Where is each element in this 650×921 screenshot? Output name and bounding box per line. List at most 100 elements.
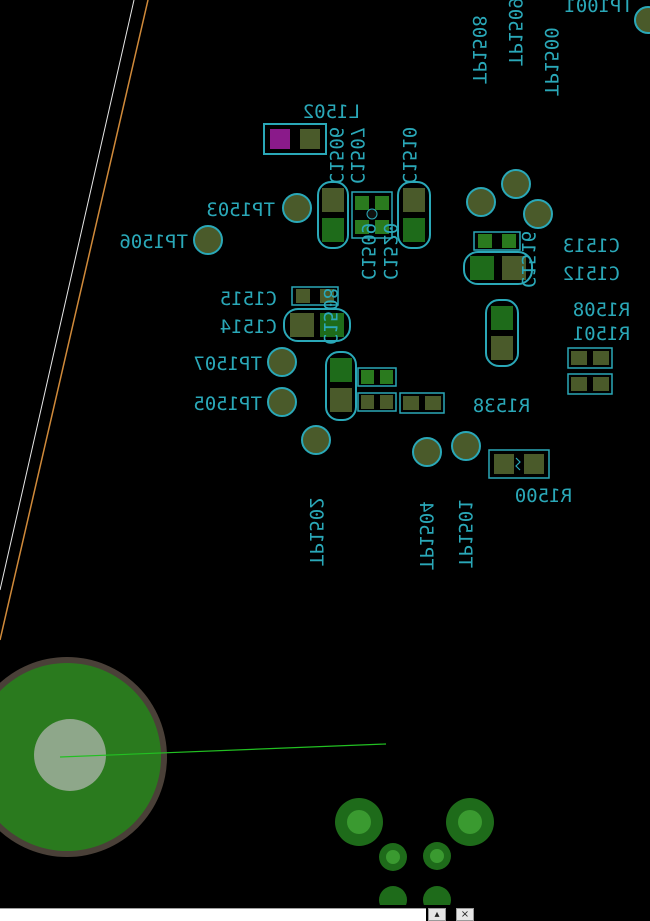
- capacitor-c1513-pad-2: [502, 234, 516, 248]
- resistor-r1508-outline[interactable]: [567, 347, 613, 369]
- inductor-l1502-outline[interactable]: [263, 123, 327, 155]
- capacitor-c1507-pad-4: [375, 220, 389, 234]
- capacitor-c1509-pad-1: [361, 370, 374, 384]
- label-c1506: C1506: [325, 127, 347, 184]
- resistor-r1501-outline[interactable]: [567, 373, 613, 395]
- testpoint-tp1501-pad[interactable]: [451, 431, 481, 461]
- testpoint-tp1506-pad[interactable]: [193, 225, 223, 255]
- label-r1501: R1501: [573, 323, 630, 345]
- label-tp1509: TP1509: [504, 0, 526, 66]
- resistor-r1538-pad-2: [425, 396, 441, 410]
- resistor-r1500-pad-2: [524, 454, 544, 474]
- testpoint-tp1504-pad[interactable]: [412, 437, 442, 467]
- capacitor-c1514-outline[interactable]: [283, 308, 351, 342]
- capacitor-c1512-outline[interactable]: [463, 251, 533, 285]
- capacitor-c1513-pad-1: [478, 234, 492, 248]
- label-tp1001: TP1001: [564, 0, 633, 17]
- label-tp1505: TP1505: [193, 393, 262, 415]
- board-edge-outline: [0, 0, 149, 641]
- resistor-r1538-pad-1: [403, 396, 419, 410]
- label-c1512: C1512: [563, 263, 620, 285]
- testpoint-tp1509-pad[interactable]: [501, 169, 531, 199]
- capacitor-c1507-outline[interactable]: [351, 191, 393, 239]
- status-bar: ▴ ×: [0, 905, 650, 921]
- capacitor-c1512-pad-2: [502, 256, 526, 280]
- scroll-up-button[interactable]: ▴: [428, 908, 446, 921]
- capacitor-c1513-outline[interactable]: [473, 231, 521, 251]
- capacitor-c1506-pad-2: [322, 218, 344, 242]
- label-c1515: C1515: [220, 288, 277, 310]
- label-tp1502: TP1502: [305, 497, 327, 566]
- label-tp1506: TP1506: [119, 231, 188, 253]
- capacitor-c1515-outline[interactable]: [291, 286, 339, 306]
- capacitor-c1509-outline[interactable]: [357, 367, 397, 387]
- capacitor-c1520-pad-2: [380, 395, 393, 409]
- testpoint-tp1503-pad[interactable]: [282, 193, 312, 223]
- capacitor-c1515-pad-1: [296, 289, 310, 303]
- capacitor-c1508-pad-1: [330, 358, 352, 382]
- label-tp1508: TP1508: [468, 15, 490, 84]
- mounting-hole-drill: [34, 719, 106, 791]
- label-tp1504: TP1504: [415, 501, 437, 570]
- connector-pad-large-1-inner: [347, 810, 371, 834]
- testpoint-tp1507-pad[interactable]: [267, 347, 297, 377]
- board-edge-line: [0, 0, 135, 591]
- capacitor-c1507-pad-2: [375, 196, 389, 210]
- resistor-r1500-outline[interactable]: [488, 449, 550, 479]
- capacitor-c1510-pad-1: [403, 188, 425, 212]
- label-c1514: C1514: [220, 316, 277, 338]
- resistor-r1500-mark: [515, 457, 521, 471]
- testpoint-tp1500-pad[interactable]: [523, 199, 553, 229]
- capacitor-c1515-pad-2: [320, 289, 334, 303]
- label-c1510: C1510: [398, 127, 420, 184]
- capacitor-c1516-pad-1: [491, 306, 513, 330]
- label-tp1507: TP1507: [193, 353, 262, 375]
- label-c1509: C1509: [357, 223, 379, 280]
- connector-pad-small-3[interactable]: [379, 886, 407, 905]
- label-c1520: C1520: [379, 223, 401, 280]
- capacitor-c1520-pad-1: [361, 395, 374, 409]
- testpoint-tp1508-pad[interactable]: [466, 187, 496, 217]
- label-c1508: C1508: [319, 288, 341, 345]
- label-l1502: L1502: [303, 101, 360, 123]
- label-c1507: C1507: [346, 127, 368, 184]
- capacitor-c1514-pad-2: [320, 313, 344, 337]
- ratsnest-line: [59, 743, 387, 758]
- resistor-r1501-pad-1: [571, 377, 587, 391]
- capacitor-c1508-outline[interactable]: [325, 351, 357, 421]
- inductor-l1502-pad-2: [300, 129, 320, 149]
- resistor-r1538-outline[interactable]: [399, 392, 445, 414]
- label-r1508: R1508: [573, 299, 630, 321]
- capacitor-c1520-outline[interactable]: [357, 392, 397, 412]
- testpoint-tp1001-pad[interactable]: [634, 6, 650, 34]
- inductor-l1502-pad-1: [270, 129, 290, 149]
- testpoint-tp1505-pad[interactable]: [267, 387, 297, 417]
- resistor-r1500-pad-1: [494, 454, 514, 474]
- label-r1538: R1538: [473, 395, 530, 417]
- capacitor-c1514-pad-1: [290, 313, 314, 337]
- capacitor-c1516-pad-2: [491, 336, 513, 360]
- capacitor-c1508-pad-2: [330, 388, 352, 412]
- capacitor-c1510-outline[interactable]: [397, 181, 431, 249]
- capacitor-c1506-pad-1: [322, 188, 344, 212]
- status-input-field[interactable]: [0, 908, 426, 921]
- label-r1500: R1500: [515, 485, 572, 507]
- connector-pad-small-2-inner: [430, 849, 444, 863]
- close-button[interactable]: ×: [456, 908, 474, 921]
- connector-pad-small-1-inner: [386, 850, 400, 864]
- capacitor-c1516-outline[interactable]: [485, 299, 519, 367]
- resistor-r1508-pad-2: [593, 351, 609, 365]
- capacitor-c1506-outline[interactable]: [317, 181, 349, 249]
- label-tp1500: TP1500: [540, 27, 562, 96]
- connector-pad-large-2-inner: [458, 810, 482, 834]
- label-c1516: C1516: [517, 231, 539, 288]
- capacitor-c1510-pad-2: [403, 218, 425, 242]
- label-tp1503: TP1503: [206, 199, 275, 221]
- testpoint-tp1502-pad[interactable]: [301, 425, 331, 455]
- via: [366, 208, 378, 220]
- capacitor-c1512-pad-1: [470, 256, 494, 280]
- connector-pad-small-4[interactable]: [423, 886, 451, 905]
- capacitor-c1507-pad-3: [355, 220, 369, 234]
- capacitor-c1507-pad-1: [355, 196, 369, 210]
